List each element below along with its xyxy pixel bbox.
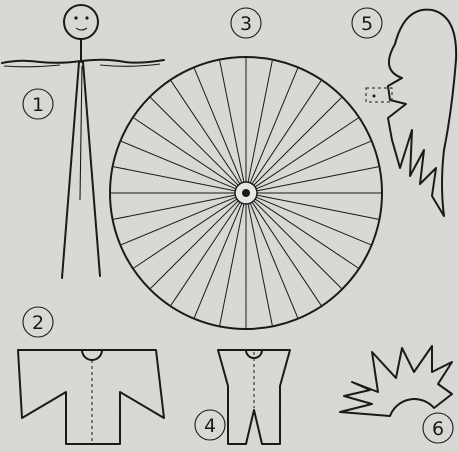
label-1: 1	[32, 94, 44, 116]
eye-right	[85, 16, 88, 19]
eye-left	[74, 16, 77, 19]
label-4: 4	[204, 415, 216, 437]
label-5: 5	[361, 13, 373, 35]
label-2: 2	[32, 312, 44, 334]
label-6: 6	[432, 418, 444, 440]
center-hole	[242, 189, 250, 197]
tab-dot	[373, 95, 376, 98]
label-3: 3	[240, 13, 252, 35]
